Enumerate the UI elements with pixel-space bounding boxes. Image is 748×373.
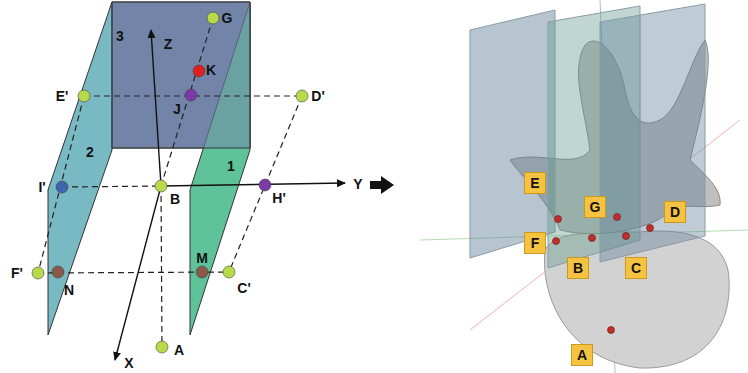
plane-3 bbox=[112, 2, 250, 148]
point-label: M bbox=[196, 251, 208, 265]
point-label: K bbox=[206, 63, 216, 77]
point-label: 3 bbox=[116, 29, 124, 43]
point-label: Y bbox=[353, 177, 362, 191]
point-label: G bbox=[222, 11, 233, 25]
point-label: B bbox=[170, 192, 180, 206]
callout-box: D bbox=[664, 201, 686, 223]
callout-letter: B bbox=[573, 261, 583, 275]
render-axes bbox=[420, 0, 748, 373]
callout-letter: C bbox=[631, 261, 641, 275]
point-label: 1 bbox=[227, 159, 235, 173]
callout-box: E bbox=[524, 172, 546, 194]
plane-3-front bbox=[112, 2, 250, 148]
callout-box: B bbox=[567, 257, 589, 279]
plane-2 bbox=[48, 2, 112, 335]
callout-letter: F bbox=[531, 236, 540, 250]
transition-arrow bbox=[370, 176, 394, 194]
point-label: X bbox=[124, 356, 133, 370]
points bbox=[32, 12, 308, 353]
render-planes bbox=[470, 4, 705, 268]
point-label: A bbox=[174, 343, 184, 357]
point-label: E' bbox=[56, 89, 69, 103]
callout-box: C bbox=[625, 257, 647, 279]
callout-letter: E bbox=[530, 176, 539, 190]
point-label: J bbox=[173, 102, 181, 116]
callout-box: F bbox=[524, 232, 546, 254]
callout-box: A bbox=[571, 344, 593, 366]
callout-letter: D bbox=[670, 205, 680, 219]
point-label: H' bbox=[272, 191, 285, 205]
callout-letter: A bbox=[577, 348, 587, 362]
point-label: I' bbox=[38, 180, 45, 194]
callout-box: G bbox=[584, 196, 606, 218]
axes bbox=[115, 30, 345, 360]
point-label: N bbox=[64, 283, 74, 297]
point-label: 2 bbox=[86, 145, 94, 159]
construction-lines bbox=[38, 18, 302, 347]
point-label: Z bbox=[164, 37, 173, 51]
point-label: C' bbox=[237, 281, 250, 295]
landmarks bbox=[553, 214, 654, 334]
point-label: D' bbox=[311, 89, 324, 103]
point-label: F' bbox=[11, 266, 23, 280]
callout-letter: G bbox=[590, 200, 601, 214]
